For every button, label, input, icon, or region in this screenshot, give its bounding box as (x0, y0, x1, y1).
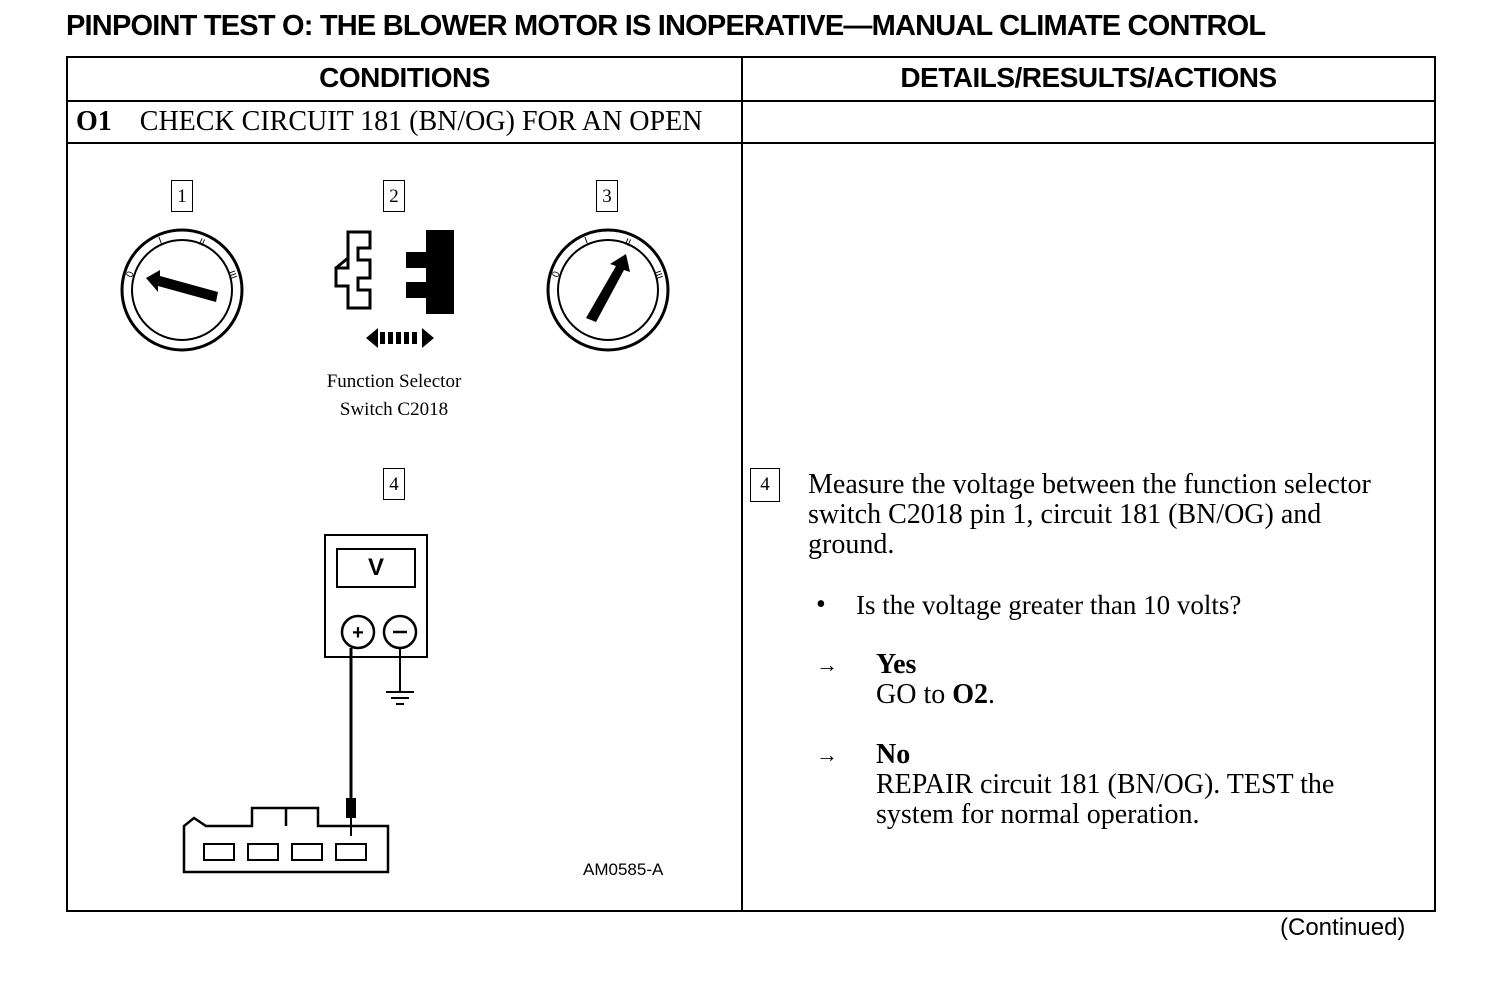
yes-action-target: O2 (952, 679, 989, 710)
yes-action-prefix: GO to (876, 679, 953, 710)
continued-note: (Continued) (1280, 914, 1406, 941)
ignition-switch-off-icon: 0 I II III (120, 228, 244, 352)
details-header: DETAILS/RESULTS/ACTIONS (900, 62, 1277, 93)
instruction-line3: ground. (808, 529, 895, 560)
figure-step-box-4: 4 (383, 468, 405, 500)
dial1-mark-3: III (225, 269, 238, 281)
figure-step-box-3: 3 (596, 180, 618, 212)
no-label: No (876, 739, 911, 770)
conditions-header: CONDITIONS (319, 62, 490, 93)
dial3-mark-3: III (651, 269, 664, 281)
yes-label: Yes (876, 649, 917, 680)
figure-caption: Function Selector Switch C2018 (294, 368, 494, 424)
figure-caption-line2: Switch C2018 (339, 399, 449, 420)
dial1-mark-1: I (157, 236, 163, 247)
harness-connector-icon (182, 806, 390, 874)
figure-step-box-2: 2 (383, 180, 405, 212)
instruction-text: Measure the voltage between the function… (808, 470, 1418, 560)
step-number: O1 (76, 106, 112, 137)
step-divider (68, 142, 1434, 144)
no-action-line1: REPAIR circuit 181 (BN/OG). TEST the (876, 769, 1335, 800)
svg-text:+: + (352, 622, 364, 644)
details-step-box: 4 (750, 468, 780, 502)
column-divider (741, 58, 743, 910)
voltmeter-display: V (336, 548, 416, 588)
no-action-line2: system for normal operation. (876, 799, 1200, 830)
instruction-line2: switch C2018 pin 1, circuit 181 (BN/OG) … (808, 499, 1322, 530)
figure-step-box-1: 1 (171, 180, 193, 212)
pinpoint-test-table: CONDITIONS DETAILS/RESULTS/ACTIONS O1 CHE… (66, 56, 1436, 912)
dial3-mark-1: I (583, 236, 589, 247)
dial1-mark-2: II (197, 237, 207, 249)
yes-action: GO to O2. (876, 680, 995, 710)
question-text: Is the voltage greater than 10 volts? (856, 590, 1242, 620)
no-arrow-icon: → (816, 742, 838, 767)
yes-action-suffix: . (988, 679, 996, 710)
dial3-mark-2: II (623, 237, 633, 249)
bullet-icon: • (816, 589, 826, 620)
step-title: CHECK CIRCUIT 181 (BN/OG) FOR AN OPEN (139, 106, 703, 137)
instruction-line1: Measure the voltage between the function… (808, 469, 1371, 500)
step-row: O1 CHECK CIRCUIT 181 (BN/OG) FOR AN OPEN (76, 106, 702, 138)
voltmeter-leads: + (340, 614, 418, 836)
dial1-mark-0: 0 (124, 270, 136, 279)
voltmeter: V (324, 534, 428, 658)
yes-arrow-icon: → (816, 652, 838, 677)
figure-caption-line1: Function Selector (326, 371, 462, 392)
ignition-switch-run-icon: 0 I II III (546, 228, 670, 352)
dial3-mark-0: 0 (550, 270, 562, 279)
header-divider (68, 100, 1434, 102)
connector-disconnect-icon (334, 230, 454, 348)
page-title: PINPOINT TEST O: THE BLOWER MOTOR IS INO… (66, 10, 1266, 42)
no-action: REPAIR circuit 181 (BN/OG). TEST the sys… (876, 770, 1416, 830)
figure-id: AM0585-A (583, 860, 664, 879)
